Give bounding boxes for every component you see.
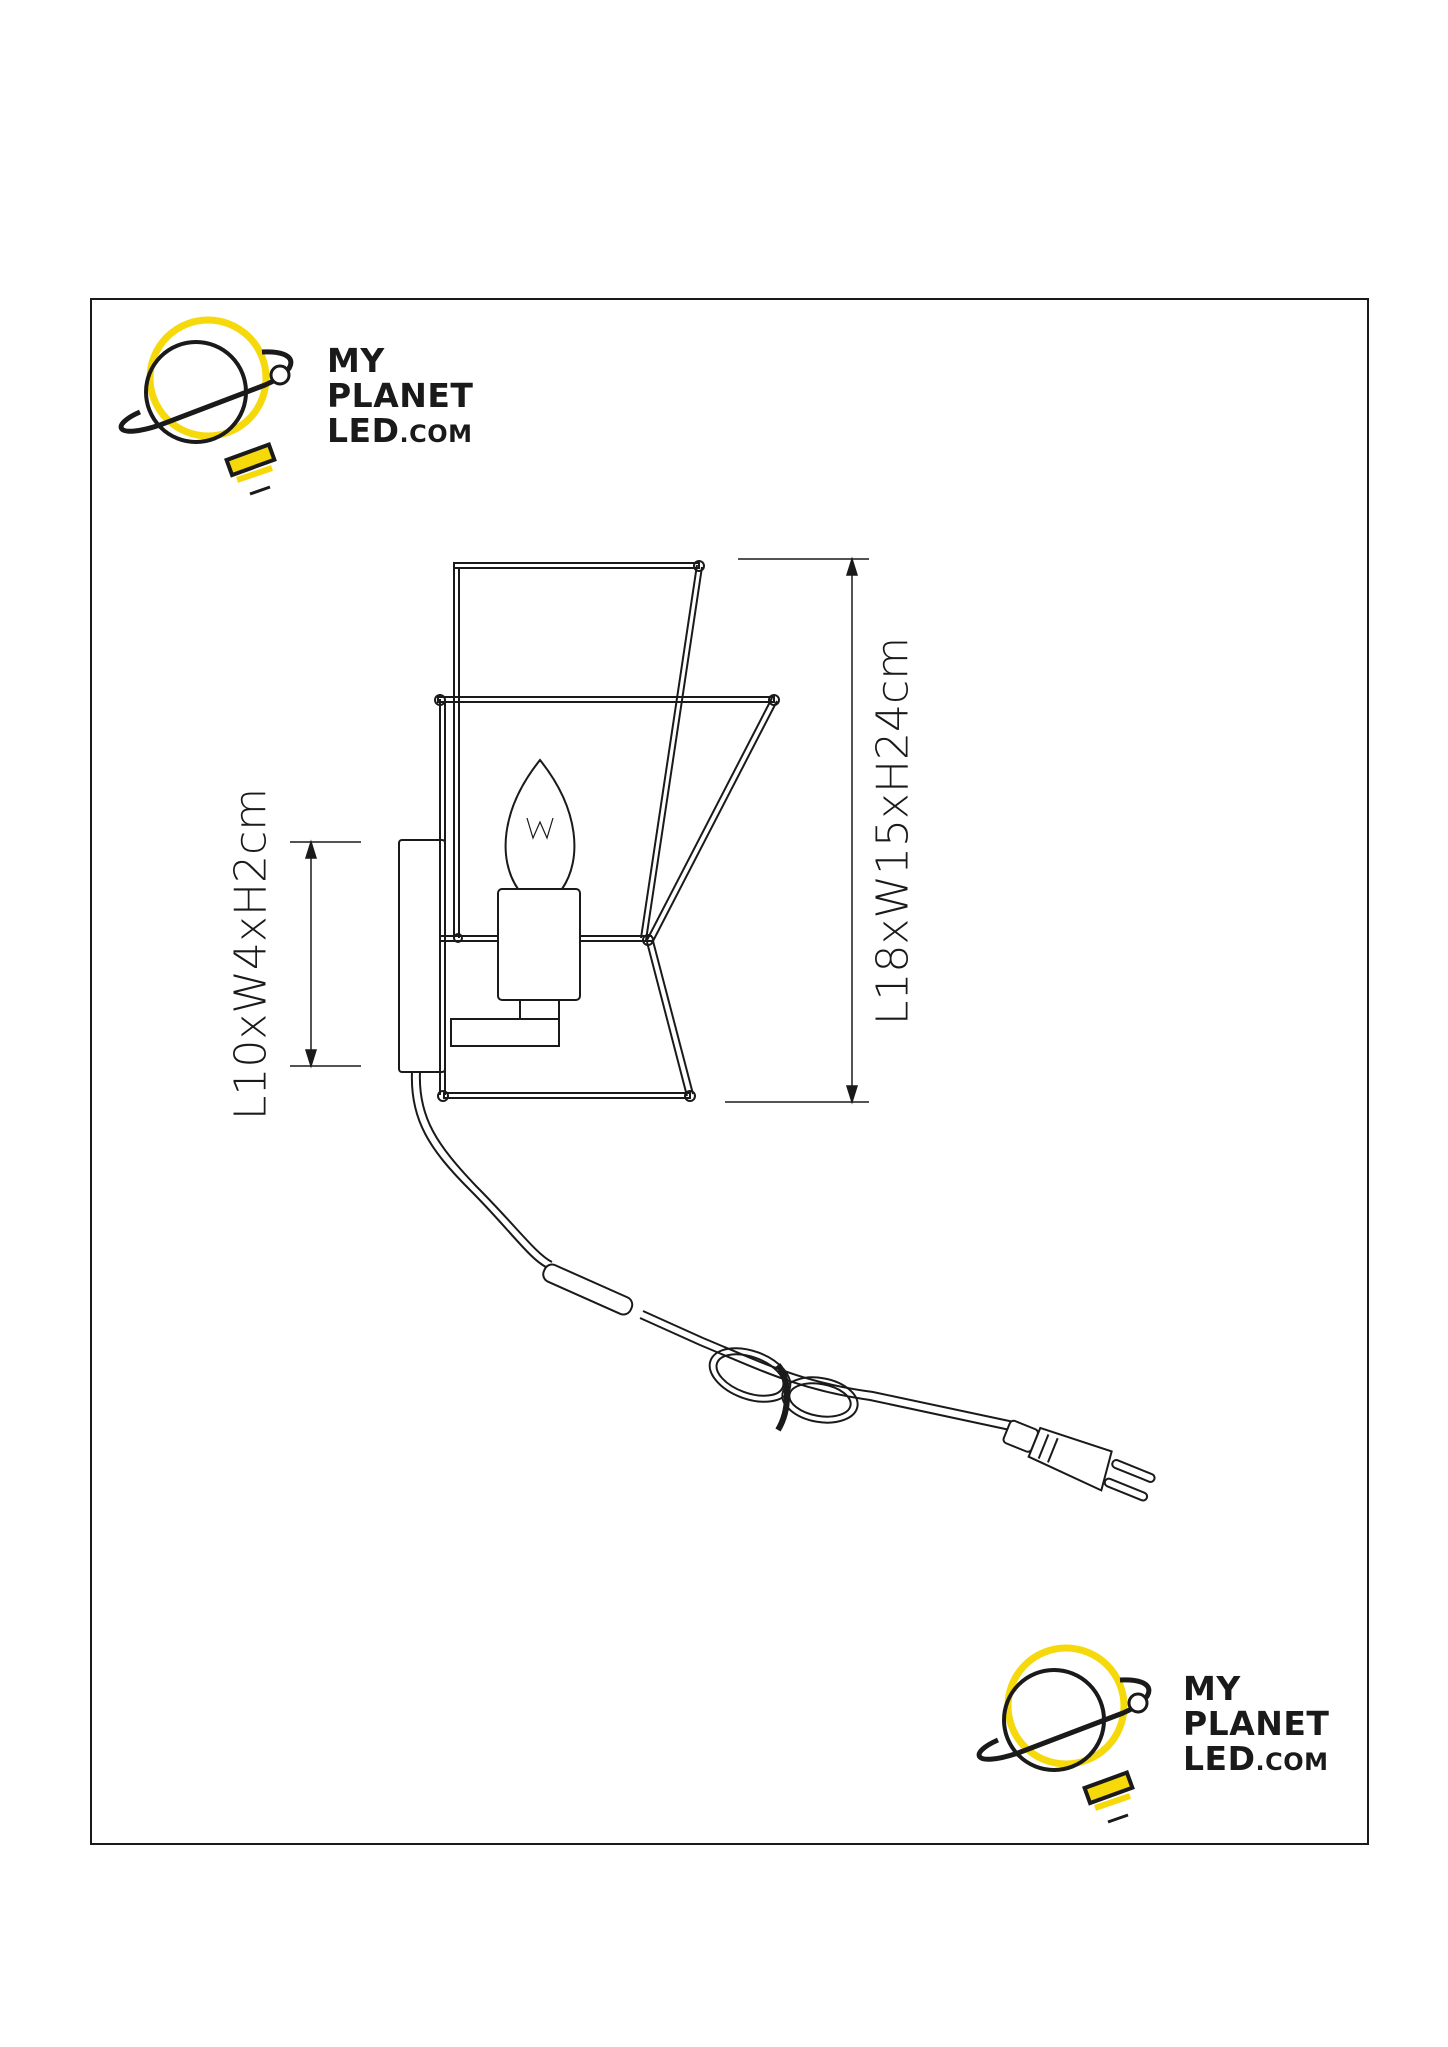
inline-switch — [542, 1263, 634, 1316]
power-plug — [1002, 1419, 1156, 1502]
dimension-overall-label: L18xW15xH24cm — [867, 636, 919, 1026]
brand-line-1: MY — [327, 341, 385, 380]
brand-wordmark-bottom: MY PLANET LED.COM — [1183, 1671, 1329, 1780]
brand-line-2: PLANET — [327, 376, 474, 415]
logo-icon — [118, 316, 294, 496]
brand-wordmark: MY PLANET LED.COM — [327, 343, 473, 452]
dimension-overall-lines — [725, 556, 869, 1105]
drawing-frame — [90, 298, 1369, 1845]
bulb-arm — [450, 1018, 560, 1047]
brand-line-3: LED.COM — [1183, 1741, 1329, 1780]
brand-line-3: LED.COM — [327, 413, 473, 452]
brand-domain: .COM — [399, 420, 473, 448]
dimension-base-lines — [290, 839, 361, 1069]
filament — [526, 817, 554, 840]
brand-domain: .COM — [1255, 1748, 1329, 1776]
dimension-base-label: L10xW4xH2cm — [225, 787, 277, 1121]
candle-bulb — [504, 758, 576, 890]
brand-line-2: PLANET — [1183, 1704, 1330, 1743]
power-cord — [410, 1071, 1015, 1432]
brand-led: LED — [1183, 1739, 1256, 1778]
brand-led: LED — [327, 411, 400, 450]
wall-plate — [398, 839, 446, 1073]
socket-stem — [519, 999, 560, 1020]
bulb-socket — [497, 888, 581, 1001]
logo-icon-bottom — [976, 1644, 1152, 1824]
brand-line-1: MY — [1183, 1669, 1241, 1708]
lamp-frame — [434, 560, 780, 1102]
